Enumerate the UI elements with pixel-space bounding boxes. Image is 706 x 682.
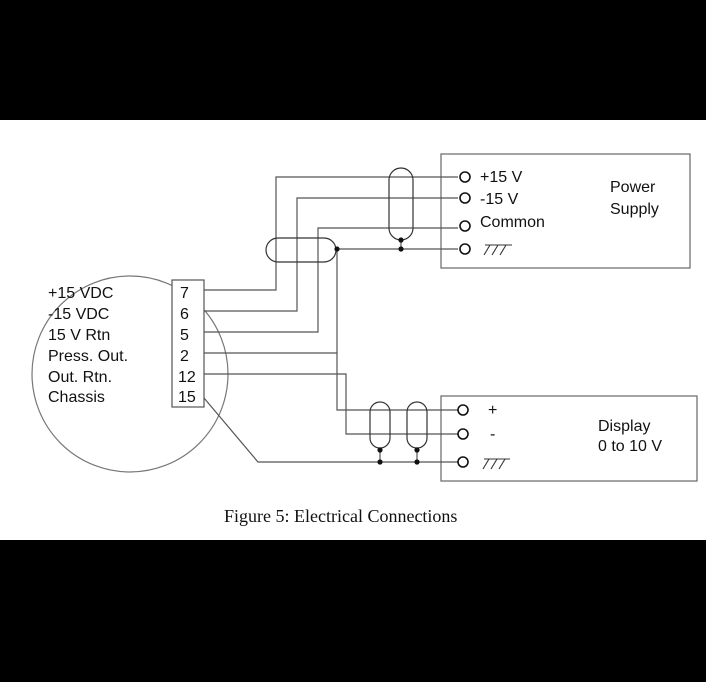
power-supply-title-line1: Power bbox=[610, 179, 656, 196]
pin-6: 6 bbox=[180, 306, 189, 323]
ps-terminal-label-minus15: -15 V bbox=[480, 191, 519, 208]
diagram-canvas: +15 VDC -15 VDC 15 V Rtn Press. Out. Out… bbox=[0, 120, 706, 540]
pin-15: 15 bbox=[178, 389, 196, 406]
display-box bbox=[440, 395, 698, 482]
pin-12: 12 bbox=[178, 369, 196, 386]
shield-display-junction-1a bbox=[377, 447, 383, 453]
pin-5: 5 bbox=[180, 327, 189, 344]
wire-press-out bbox=[204, 248, 458, 354]
display-title-line2: 0 to 10 V bbox=[598, 438, 662, 455]
pin-7: 7 bbox=[180, 285, 189, 302]
shield-ps-junction-top bbox=[398, 237, 404, 243]
ps-terminal-label-plus15: +15 V bbox=[480, 169, 523, 186]
ps-terminal-ground bbox=[459, 243, 471, 255]
sensor-label-out-rtn: Out. Rtn. bbox=[48, 369, 112, 386]
sensor-label-chassis: Chassis bbox=[48, 389, 105, 406]
wiring-diagram: +15 VDC -15 VDC 15 V Rtn Press. Out. Out… bbox=[31, 153, 698, 526]
wire-minus15 bbox=[204, 197, 458, 312]
sensor-label-minus15: -15 VDC bbox=[48, 306, 109, 323]
shield-sensor-junction bbox=[334, 246, 340, 252]
power-supply-box bbox=[440, 153, 691, 269]
wire-common bbox=[204, 227, 458, 333]
sensor-label-press-out: Press. Out. bbox=[48, 348, 128, 365]
sensor-label-15v-rtn: 15 V Rtn bbox=[48, 327, 110, 344]
display-title-line1: Display bbox=[598, 418, 650, 435]
figure-caption: Figure 5: Electrical Connections bbox=[224, 506, 457, 526]
shield-display-pair-1 bbox=[369, 401, 391, 449]
shield-display-junction-2b bbox=[414, 459, 420, 465]
power-supply-title-line2: Supply bbox=[610, 201, 659, 218]
sensor-label-plus15: +15 VDC bbox=[48, 285, 113, 302]
display-terminal-plus bbox=[457, 404, 469, 416]
wire-plus15 bbox=[204, 176, 458, 291]
display-terminal-label-minus: - bbox=[490, 426, 495, 443]
shield-display-junction-1b bbox=[377, 459, 383, 465]
shield-display-pair-2 bbox=[406, 401, 428, 449]
pin-connector-box bbox=[171, 279, 205, 408]
display-terminal-minus bbox=[457, 428, 469, 440]
ps-terminal-label-common: Common bbox=[480, 214, 545, 231]
display-terminal-label-plus: + bbox=[488, 402, 497, 419]
wire-display-plus bbox=[336, 353, 458, 411]
ps-terminal-plus15 bbox=[459, 171, 471, 183]
shield-ps-pair bbox=[388, 167, 414, 241]
shield-display-junction-2a bbox=[414, 447, 420, 453]
shield-ps-junction-bottom bbox=[398, 246, 404, 252]
pin-2: 2 bbox=[180, 348, 189, 365]
ps-ground-icon bbox=[483, 244, 512, 256]
display-ground-icon bbox=[482, 458, 510, 470]
ps-terminal-common bbox=[459, 220, 471, 232]
wire-out-rtn bbox=[204, 373, 458, 435]
ps-terminal-minus15 bbox=[459, 192, 471, 204]
display-terminal-ground bbox=[457, 456, 469, 468]
wire-chassis bbox=[203, 397, 458, 463]
